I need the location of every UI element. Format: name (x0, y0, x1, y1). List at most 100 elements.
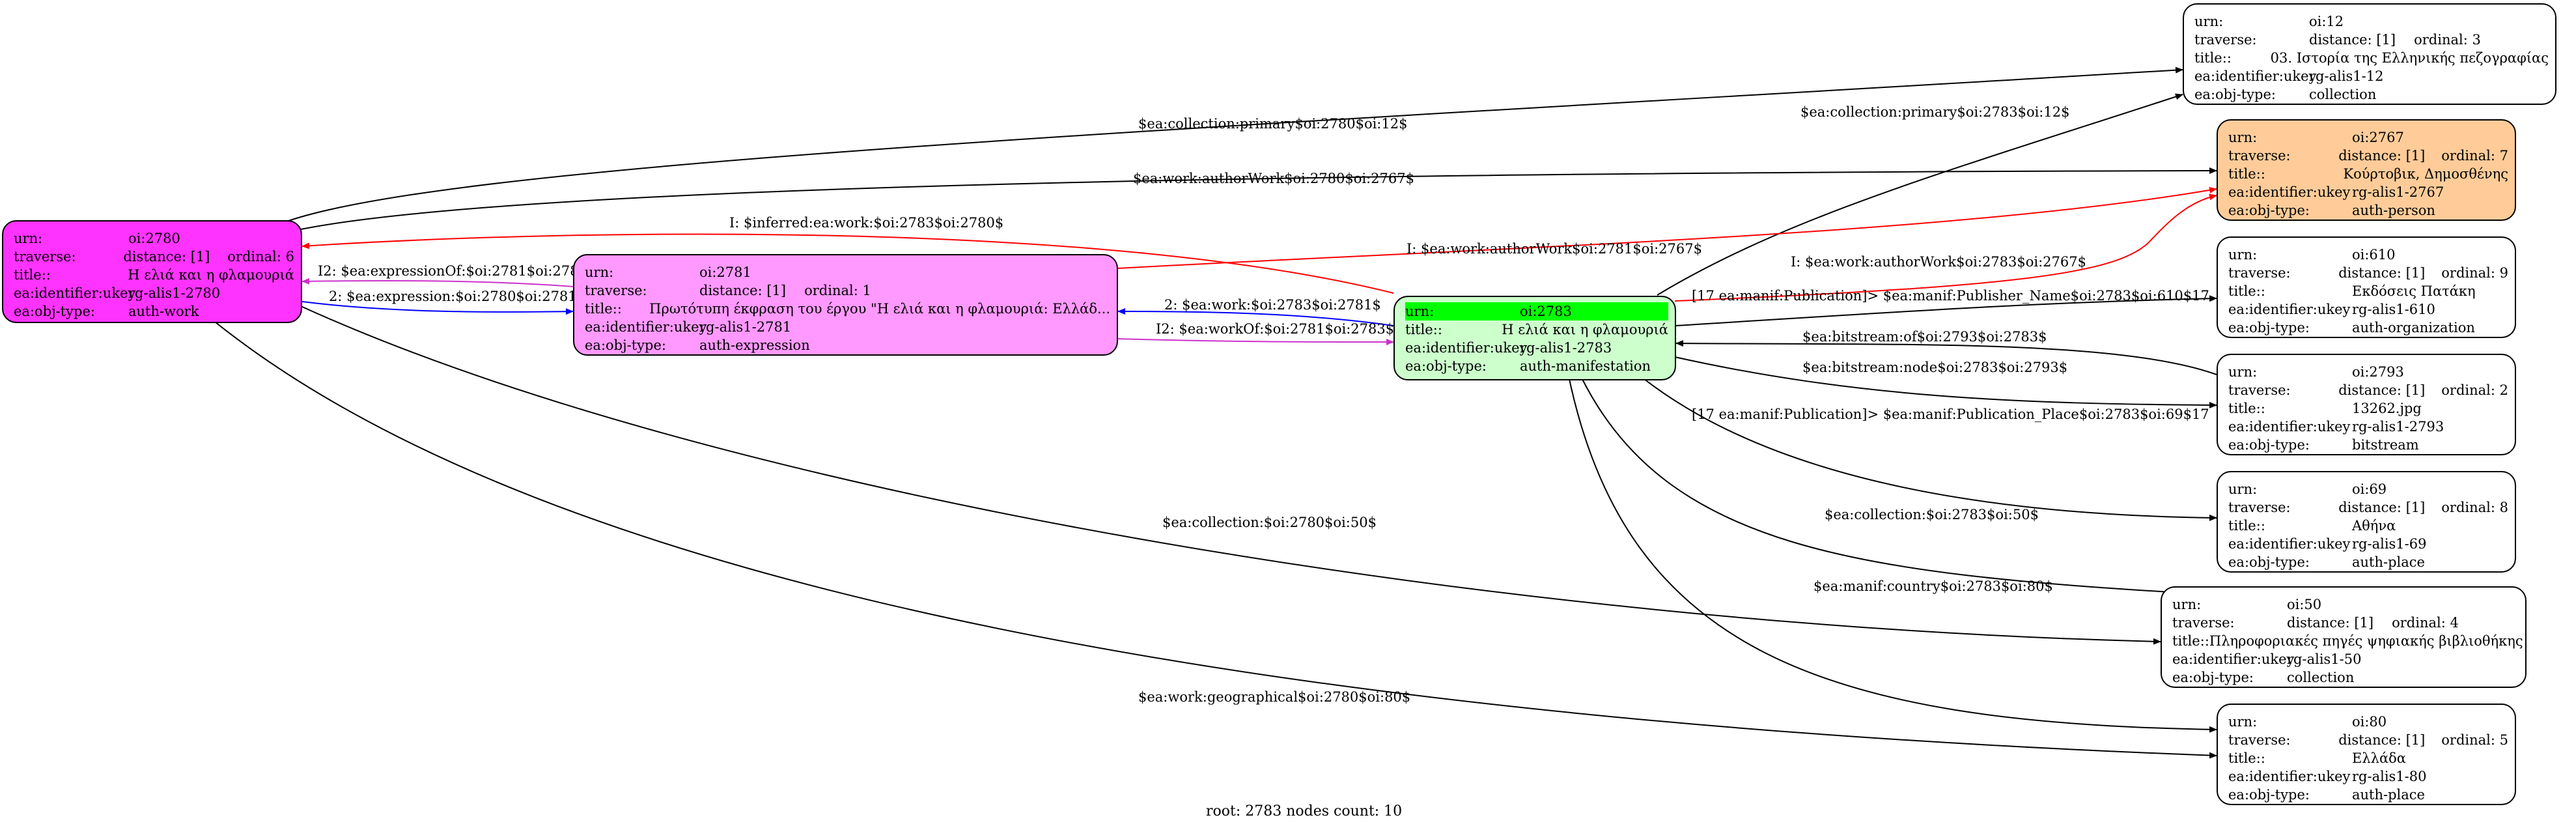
node-ukey: rg-alis1-12 (2309, 68, 2384, 84)
node-ukey: rg-alis1-50 (2287, 651, 2362, 667)
field-label: traverse: (2228, 148, 2291, 164)
node-objtype: bitstream (2352, 437, 2419, 453)
field-label: traverse: (14, 249, 76, 264)
node-distance: distance: [1] (2338, 732, 2426, 748)
node-title: Κούρτοβικ, Δημοσθένης (2343, 166, 2508, 182)
node-ukey: rg-alis1-2793 (2352, 419, 2444, 434)
node-ukey: rg-alis1-80 (2352, 769, 2427, 784)
field-label: ea:obj-type: (2228, 787, 2310, 803)
field-label: traverse: (2228, 382, 2291, 398)
node-ukey: rg-alis1-610 (2352, 302, 2435, 317)
node-ordinal: ordinal: 3 (2414, 32, 2481, 48)
edge-expression-2780-2781 (301, 301, 574, 315)
node-urn: oi:610 (2352, 247, 2396, 263)
node-oi-610[interactable]: urn:oi:610 traverse:distance: [1]ordinal… (2217, 236, 2516, 338)
edge-label: [17 ea:manif:Publication]> $ea:manif:Pub… (1692, 406, 2209, 422)
field-label: ea:identifier:ukey (2194, 68, 2317, 84)
node-urn: oi:2783 (1520, 304, 1572, 319)
edge-collection-primary-2783-12 (1657, 93, 2183, 296)
field-label: traverse: (2172, 615, 2235, 631)
node-header-highlight: urn:oi:2783 (1405, 302, 1668, 320)
edge-collection-2780-50 (300, 306, 2161, 645)
field-label: ea:obj-type: (2228, 554, 2310, 570)
node-urn: oi:80 (2352, 714, 2387, 730)
node-distance: distance: [1] (2338, 500, 2426, 515)
field-label: ea:obj-type: (1405, 358, 1487, 374)
field-label: ea:obj-type: (585, 337, 666, 353)
node-title: 03. Ιστορία της Ελληνικής πεζογραφίας (2270, 50, 2549, 66)
node-distance: distance: [1] (2338, 148, 2426, 164)
node-oi-2780[interactable]: urn:oi:2780 traverse:distance: [1]ordina… (2, 220, 302, 323)
node-oi-2793[interactable]: urn:oi:2793 traverse:distance: [1]ordina… (2217, 354, 2516, 455)
field-label: traverse: (585, 283, 647, 298)
field-label: title:: (2228, 518, 2265, 534)
edge-inferred-2783-2780 (301, 233, 1394, 294)
node-title: Πρωτότυπη έκφραση του έργου "Η ελιά και … (649, 301, 1110, 317)
edge-label: $ea:work:authorWork$oi:2780$oi:2767$ (1133, 171, 1414, 186)
node-objtype: auth-expression (699, 337, 810, 353)
node-title: Πληροφοριακές πηγές ψηφιακής βιβλιοθήκης (2209, 633, 2523, 649)
node-objtype: collection (2287, 670, 2355, 685)
field-label: title:: (2228, 283, 2265, 299)
node-urn: oi:2767 (2352, 130, 2404, 145)
edge-label: $ea:work:geographical$oi:2780$oi:80$ (1138, 689, 1411, 705)
node-ordinal: ordinal: 4 (2392, 615, 2459, 631)
node-oi-69[interactable]: urn:oi:69 traverse:distance: [1]ordinal:… (2217, 471, 2516, 573)
field-label: title:: (2228, 166, 2265, 182)
edge-label: I: $ea:work:authorWork$oi:2781$oi:2767$ (1407, 241, 1702, 257)
node-oi-2767[interactable]: urn:oi:2767 traverse:distance: [1]ordina… (2217, 119, 2516, 221)
field-label: ea:obj-type: (14, 304, 95, 319)
node-distance: distance: [1] (123, 249, 210, 264)
field-label: traverse: (2228, 265, 2291, 281)
edge-publisher-2783-610 (1674, 295, 2217, 326)
edge-workof-2781-2783 (1116, 338, 1394, 345)
field-label: ea:identifier:ukey (1405, 340, 1528, 356)
field-label: title:: (585, 301, 622, 317)
edge-label: $ea:collection:$oi:2780$oi:50$ (1162, 515, 1377, 530)
field-label: ea:obj-type: (2172, 670, 2254, 685)
node-urn: oi:12 (2309, 14, 2344, 29)
node-urn: oi:2781 (699, 264, 751, 280)
edge-label: [17 ea:manif:Publication]> $ea:manif:Pub… (1692, 288, 2209, 304)
field-label: ea:identifier:ukey (2228, 302, 2351, 317)
edge-label: $ea:collection:primary$oi:2780$oi:12$ (1138, 116, 1408, 132)
node-oi-2781[interactable]: urn:oi:2781 traverse:distance: [1]ordina… (573, 254, 1118, 356)
node-urn: oi:50 (2287, 597, 2322, 612)
field-label: urn: (2228, 714, 2258, 730)
edge-expressionof-2781-2780 (301, 278, 574, 287)
node-distance: distance: [1] (2309, 32, 2396, 48)
node-title: Εκδόσεις Πατάκη (2352, 283, 2476, 299)
edge-country-2783-80 (1569, 378, 2217, 733)
node-distance: distance: [1] (2338, 382, 2426, 398)
field-label: ea:obj-type: (2194, 87, 2276, 102)
node-oi-2783-root[interactable]: urn:oi:2783 title::Η ελιά και η φλαμουρι… (1393, 296, 1676, 380)
node-ordinal: ordinal: 7 (2441, 148, 2508, 164)
node-title: 13262.jpg (2352, 401, 2422, 416)
field-label: title:: (2172, 633, 2209, 649)
field-label: ea:identifier:ukey (2172, 651, 2295, 667)
edge-collection-2783-50 (1582, 378, 2182, 596)
node-oi-50[interactable]: urn:oi:50 traverse:distance: [1]ordinal:… (2161, 586, 2527, 688)
edge-authorwork-2781-2767 (1116, 186, 2217, 269)
node-oi-80[interactable]: urn:oi:80 traverse:distance: [1]ordinal:… (2217, 704, 2516, 805)
field-label: ea:identifier:ukey (2228, 184, 2351, 200)
edge-label: $ea:bitstream:node$oi:2783$oi:2793$ (1802, 360, 2068, 375)
field-label: ea:identifier:ukey (2228, 769, 2351, 784)
edge-work-2783-2781 (1117, 308, 1394, 326)
field-label: urn: (2172, 597, 2202, 612)
node-objtype: auth-place (2352, 554, 2425, 570)
edge-label: $ea:collection:$oi:2783$oi:50$ (1825, 507, 2039, 522)
edge-label: I2: $ea:expressionOf:$oi:2781$oi:2780$ (318, 263, 596, 279)
node-objtype: auth-manifestation (1520, 358, 1651, 374)
node-objtype: auth-person (2352, 203, 2435, 218)
node-ordinal: ordinal: 5 (2441, 732, 2508, 748)
field-label: ea:identifier:ukey (14, 285, 136, 301)
field-label: urn: (2194, 14, 2224, 29)
field-label: title:: (14, 267, 51, 283)
field-label: urn: (2228, 481, 2258, 497)
field-label: ea:identifier:ukey (2228, 419, 2351, 434)
edge-label: $ea:collection:primary$oi:2783$oi:12$ (1800, 104, 2070, 120)
field-label: urn: (2228, 364, 2258, 380)
field-label: ea:identifier:ukey (585, 319, 707, 335)
node-oi-12[interactable]: urn:oi:12 traverse:distance: [1]ordinal:… (2183, 3, 2556, 105)
